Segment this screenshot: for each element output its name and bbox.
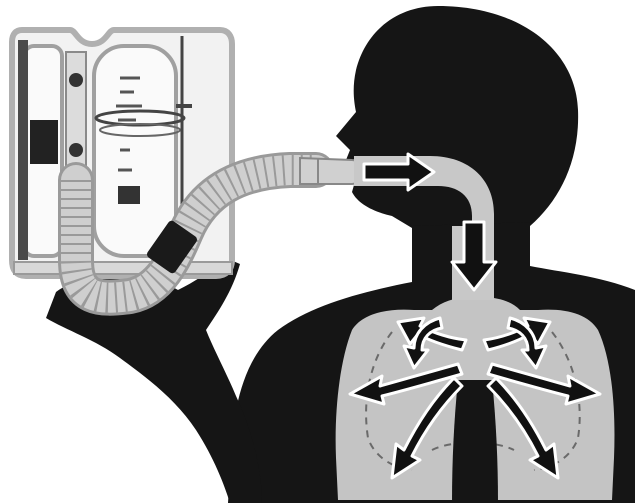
piston-block (118, 186, 140, 204)
middle-ball-top (69, 73, 83, 87)
left-chamber-bar (18, 40, 28, 260)
mouthpiece (300, 158, 362, 184)
trachea (452, 380, 498, 503)
left-chamber-indicator (30, 120, 58, 164)
head (336, 6, 578, 258)
middle-ball-bottom (69, 143, 83, 157)
device-base (14, 262, 232, 274)
